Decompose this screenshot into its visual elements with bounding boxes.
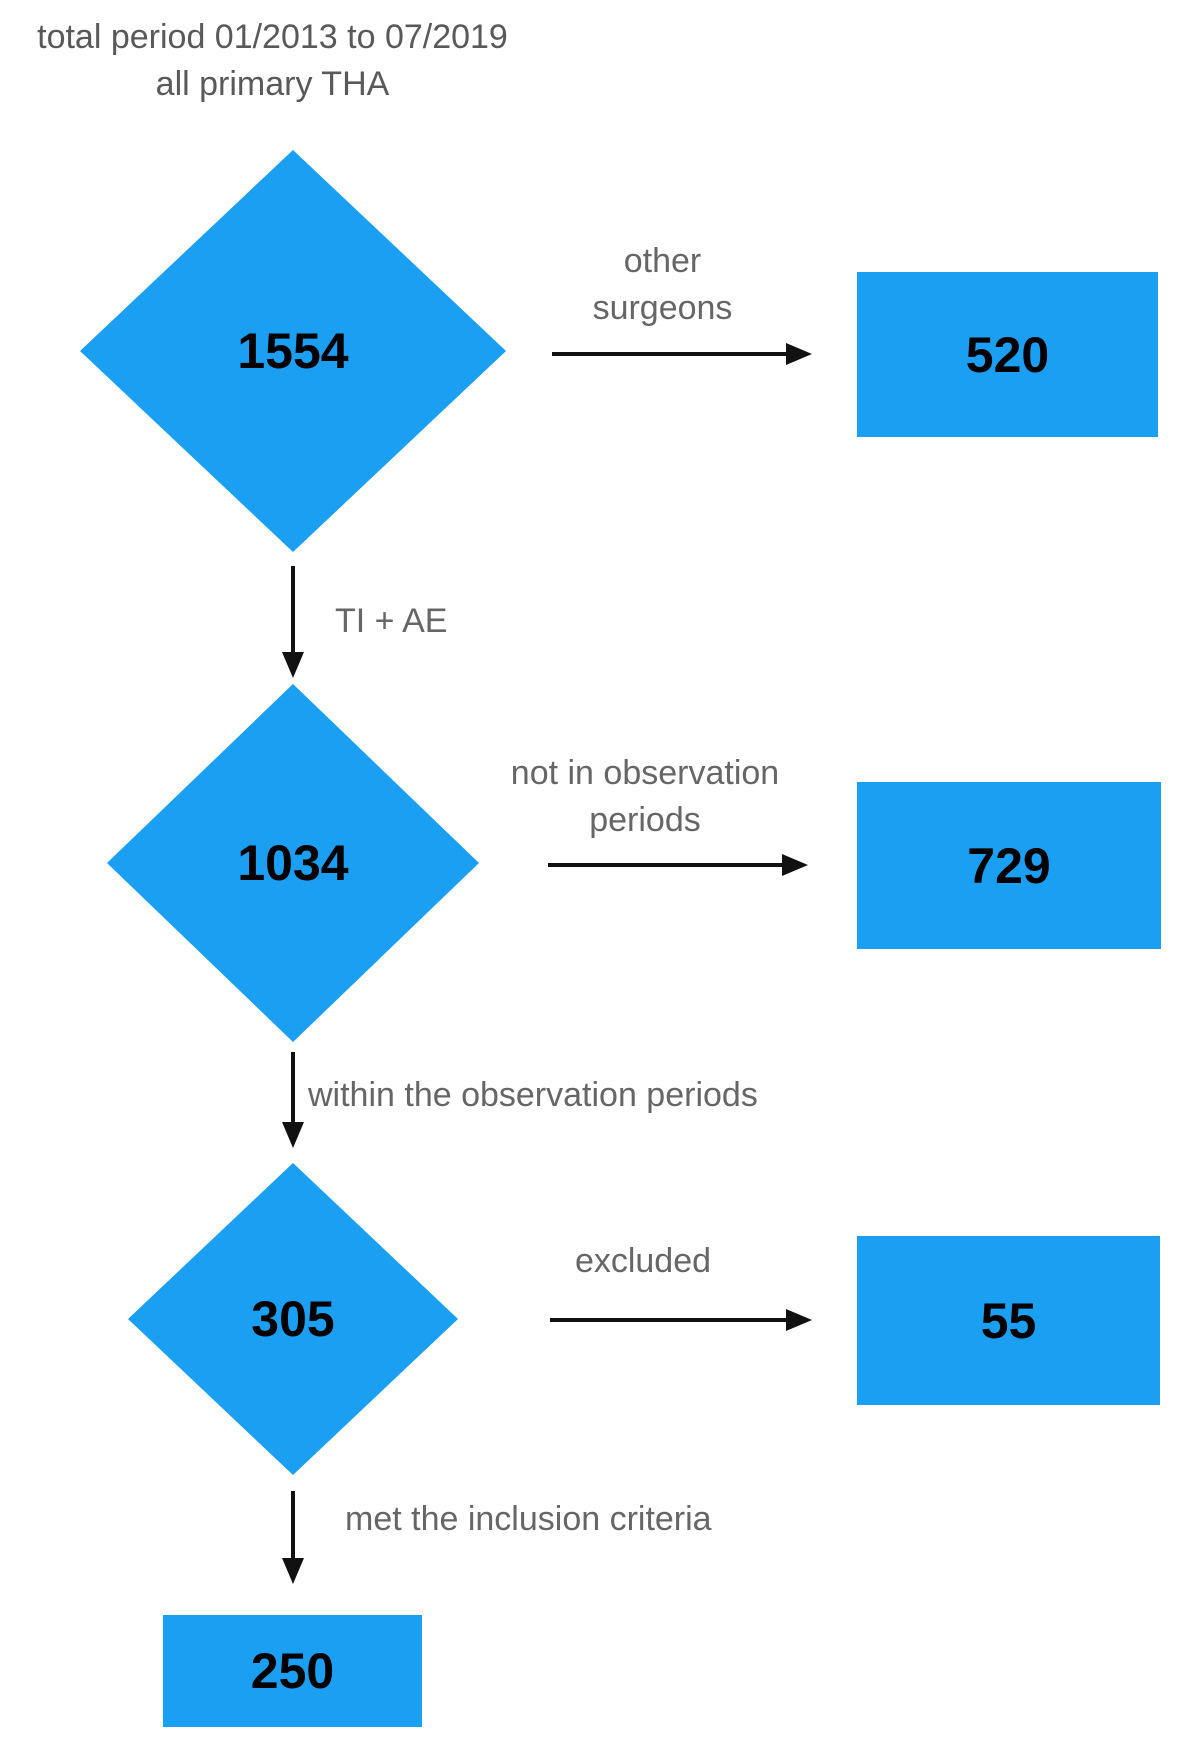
box-excluded: 55 — [857, 1236, 1160, 1405]
box-other-surgeons: 520 — [857, 272, 1158, 437]
diamond-ti-ae-value: 1034 — [237, 835, 349, 891]
arrow-down-ti-ae — [282, 566, 304, 678]
diamond-within-observation-value: 305 — [251, 1291, 335, 1347]
box-met-inclusion-value: 250 — [250, 1643, 335, 1699]
edge-label-not-in-observation: not in observation periods — [510, 754, 780, 839]
arrow-down-met-inclusion — [282, 1491, 304, 1584]
box-other-surgeons-value: 520 — [965, 326, 1050, 383]
arrow-right-other-surgeons — [552, 343, 812, 365]
diagram-title: total period 01/2013 to 07/2019 all prim… — [0, 14, 545, 108]
title-line-2: all primary THA — [155, 65, 390, 103]
box-not-in-observation: 729 — [857, 782, 1161, 949]
diamond-total-tha-value: 1554 — [237, 323, 349, 379]
diamond-ti-ae: 1034 — [107, 684, 479, 1042]
box-not-in-observation-value: 729 — [967, 837, 1051, 894]
diamond-total-tha: 1554 — [80, 150, 506, 552]
edge-label-ti-ae: TI + AE — [335, 602, 448, 640]
edge-label-excluded: excluded — [574, 1242, 712, 1280]
arrow-right-not-in-observation — [548, 854, 808, 876]
arrow-right-excluded — [550, 1309, 812, 1331]
box-met-inclusion: 250 — [163, 1615, 422, 1727]
edge-label-other-surgeons: other surgeons — [592, 242, 733, 327]
title-line-1: total period 01/2013 to 07/2019 — [37, 18, 508, 56]
diamond-within-observation: 305 — [128, 1163, 458, 1475]
box-excluded-value: 55 — [980, 1292, 1037, 1349]
arrow-down-within-observation — [282, 1052, 304, 1148]
edge-label-within-observation: within the observation periods — [308, 1076, 758, 1114]
edge-label-met-inclusion: met the inclusion criteria — [345, 1500, 712, 1538]
